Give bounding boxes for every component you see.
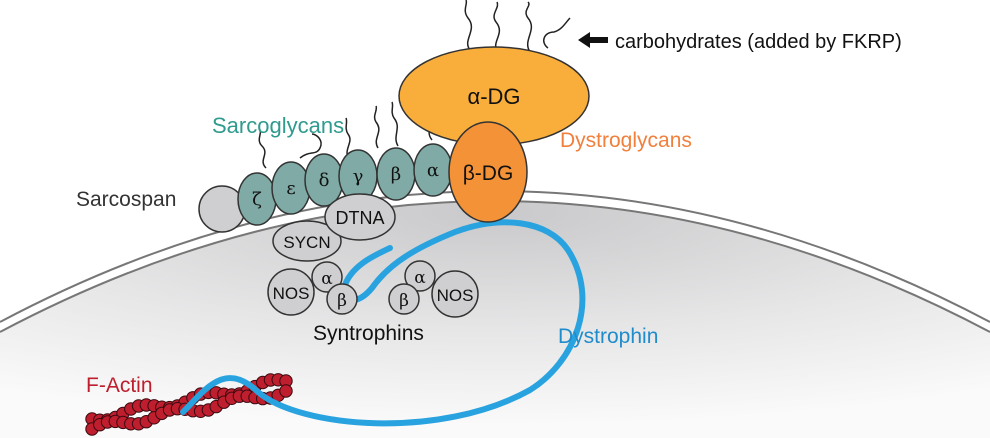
syntrophins-label: Syntrophins bbox=[313, 322, 424, 345]
syntrophin-alpha-left: α bbox=[311, 261, 343, 293]
f-actin-bead bbox=[279, 384, 293, 398]
cell-interior bbox=[0, 201, 990, 438]
sarcoglycan-symbol: β bbox=[391, 164, 401, 185]
sarcoglycan-subunits: ζ ε δ γ β α bbox=[237, 143, 453, 226]
sarcoglycan-subunit: ε bbox=[271, 161, 311, 215]
nos-right-label: NOS bbox=[437, 286, 474, 305]
nos-left: NOS bbox=[267, 268, 315, 316]
f-actin-label: F-Actin bbox=[86, 374, 153, 397]
nos-right: NOS bbox=[431, 270, 479, 318]
syntrophin-alpha-right-symbol: α bbox=[414, 268, 426, 288]
sarcoglycan-subunit: δ bbox=[304, 153, 344, 207]
dtna-protein: DTNA bbox=[324, 193, 396, 241]
dtna-label: DTNA bbox=[336, 208, 385, 228]
sarcoglycan-symbol: δ bbox=[319, 170, 330, 191]
dystroglycans-label: Dystroglycans bbox=[560, 129, 692, 152]
sarcoglycan-symbol: ε bbox=[286, 178, 295, 199]
sarcoglycan-subunit: β bbox=[376, 147, 416, 201]
sarcoglycan-symbol: γ bbox=[353, 166, 364, 187]
syntrophin-alpha-left-symbol: α bbox=[321, 269, 333, 289]
sarcospan-label: Sarcospan bbox=[76, 188, 176, 211]
carbohydrates-label: carbohydrates (added by FKRP) bbox=[615, 31, 902, 53]
syntrophin-beta-right-symbol: β bbox=[399, 291, 409, 311]
dystrophin-label: Dystrophin bbox=[558, 325, 658, 348]
syntrophin-beta-left: β bbox=[326, 283, 358, 315]
syntrophin-beta-right: β bbox=[388, 283, 420, 315]
beta-dystroglycan: β-DG bbox=[448, 121, 528, 223]
alpha-dg-label: α-DG bbox=[467, 84, 520, 109]
carbohydrate-chains bbox=[464, 0, 571, 53]
sarcoglycan-symbol: ζ bbox=[252, 189, 262, 210]
sarcoglycan-subunit: α bbox=[413, 143, 453, 197]
sarcoglycan-subunit: ζ bbox=[237, 172, 277, 226]
sycn-protein: SYCN bbox=[272, 220, 342, 262]
sycn-label: SYCN bbox=[283, 233, 330, 252]
sarcoglycan-symbol: α bbox=[427, 160, 439, 181]
syntrophin-alpha-right: α bbox=[404, 260, 436, 292]
sarcoglycans-label: Sarcoglycans bbox=[212, 113, 344, 138]
syntrophin-beta-left-symbol: β bbox=[337, 291, 347, 311]
carbohydrate-arrow bbox=[578, 32, 608, 48]
alpha-dystroglycan: α-DG bbox=[398, 46, 590, 146]
beta-dg-label: β-DG bbox=[463, 162, 514, 185]
nos-left-label: NOS bbox=[273, 284, 310, 303]
